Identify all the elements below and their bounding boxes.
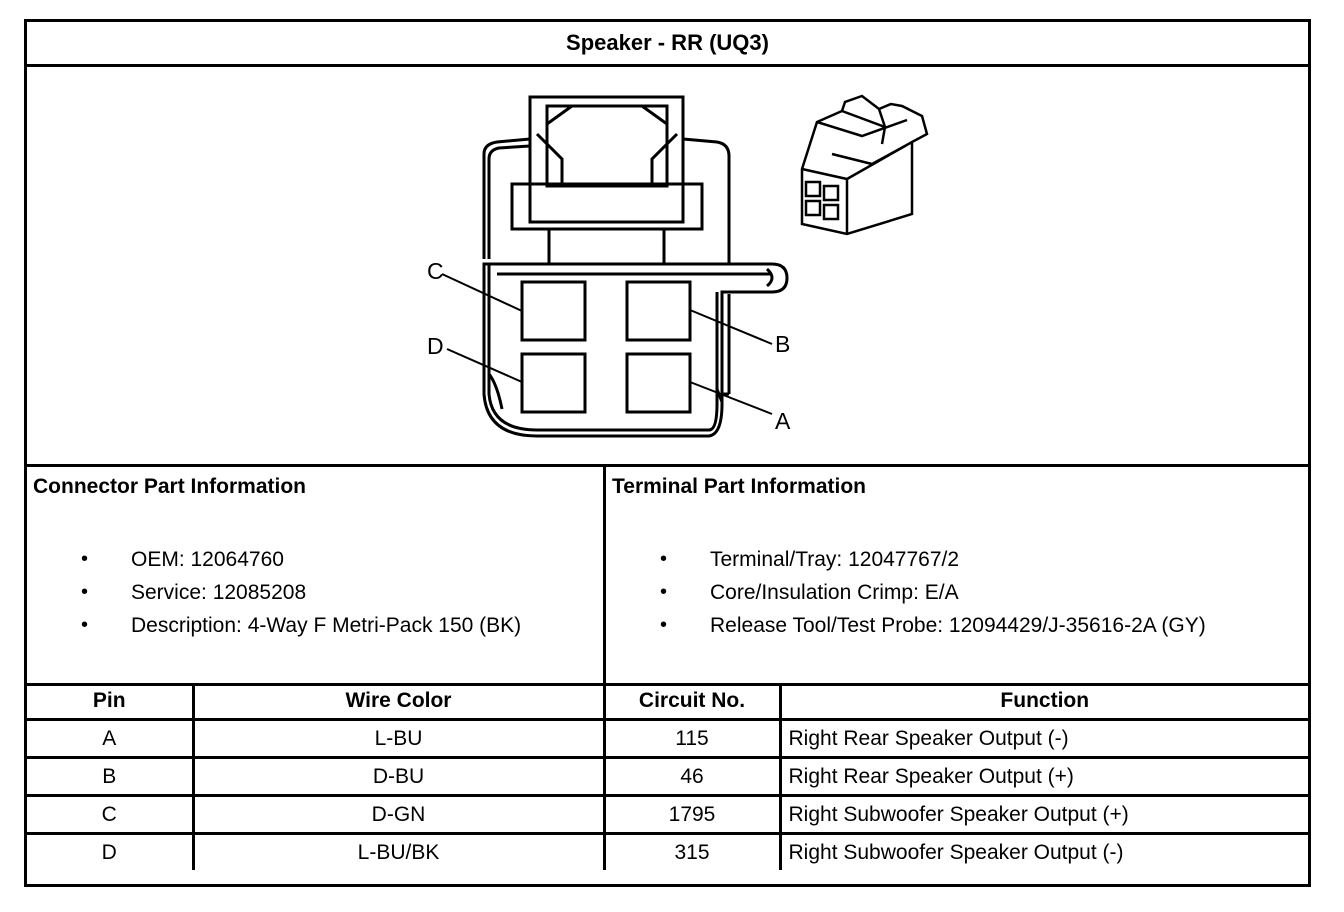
header-wire-color: Wire Color	[191, 683, 606, 721]
connector-title: Speaker - RR (UQ3)	[27, 22, 1308, 67]
list-item: • Terminal/Tray: 12047767/2	[606, 543, 1308, 576]
list-item: • OEM: 12064760	[27, 543, 603, 576]
cavity-d	[520, 352, 587, 414]
connector-diagram: C D B A	[27, 64, 1308, 467]
list-item: • Service: 12085208	[27, 576, 603, 609]
list-item: • Core/Insulation Crimp: E/A	[606, 576, 1308, 609]
bullet-icon: •	[81, 581, 89, 603]
terminal-cavities	[520, 280, 692, 414]
cell-wire-color: L-BU/BK	[191, 832, 606, 870]
connector-part-info-list: • OEM: 12064760 • Service: 12085208 • De…	[27, 543, 603, 642]
cell-pin: A	[27, 718, 195, 759]
cell-wire-color: D-GN	[191, 794, 606, 835]
cell-circuit: 315	[602, 832, 782, 870]
table-row: C D-GN 1795 Right Subwoofer Speaker Outp…	[27, 794, 1308, 835]
pin-table-header: Pin Wire Color Circuit No. Function	[27, 683, 1308, 721]
cell-function: Right Subwoofer Speaker Output (+)	[778, 794, 1308, 835]
bullet-icon: •	[660, 548, 668, 570]
pin-leader-lines	[441, 273, 773, 415]
cell-circuit: 46	[602, 756, 782, 797]
terminal-release-tool: Release Tool/Test Probe: 12094429/J-3561…	[710, 614, 1206, 637]
header-pin: Pin	[27, 683, 195, 721]
terminal-part-info: Terminal Part Information • Terminal/Tra…	[606, 467, 1308, 683]
cell-circuit: 1795	[602, 794, 782, 835]
terminal-part-info-list: • Terminal/Tray: 12047767/2 • Core/Insul…	[606, 543, 1308, 642]
cell-function: Right Rear Speaker Output (-)	[778, 718, 1308, 759]
cavity-b	[625, 280, 692, 342]
list-item: • Release Tool/Test Probe: 12094429/J-35…	[606, 609, 1308, 642]
bullet-icon: •	[81, 548, 89, 570]
header-circuit: Circuit No.	[602, 683, 782, 721]
bullet-icon: •	[81, 614, 89, 636]
part-information: Connector Part Information • OEM: 120647…	[27, 467, 1308, 686]
pin-label-a: A	[775, 408, 791, 434]
terminal-crimp: Core/Insulation Crimp: E/A	[710, 581, 959, 604]
connector-oem: OEM: 12064760	[131, 548, 284, 571]
cell-wire-color: L-BU	[191, 718, 606, 759]
table-row: A L-BU 115 Right Rear Speaker Output (-)	[27, 718, 1308, 759]
connector-isometric-view	[800, 94, 929, 236]
cell-function: Right Subwoofer Speaker Output (-)	[778, 832, 1308, 870]
cavity-c	[520, 280, 587, 342]
connector-part-info-heading: Connector Part Information	[33, 475, 307, 498]
cell-function: Right Rear Speaker Output (+)	[778, 756, 1308, 797]
bullet-icon: •	[660, 581, 668, 603]
list-item: • Description: 4-Way F Metri-Pack 150 (B…	[27, 609, 603, 642]
connector-face-drawing: C D B A	[427, 94, 929, 438]
pin-label-d: D	[427, 333, 444, 359]
connector-part-info: Connector Part Information • OEM: 120647…	[27, 467, 606, 683]
cell-pin: C	[27, 794, 195, 835]
terminal-part-info-heading: Terminal Part Information	[612, 475, 866, 498]
table-row: D L-BU/BK 315 Right Subwoofer Speaker Ou…	[27, 832, 1308, 870]
cavity-a	[625, 352, 692, 414]
bullet-icon: •	[660, 614, 668, 636]
header-function: Function	[778, 683, 1308, 721]
cell-pin: B	[27, 756, 195, 797]
connector-service: Service: 12085208	[131, 581, 307, 604]
connector-sheet: Speaker - RR (UQ3)	[24, 19, 1311, 887]
table-row: B D-BU 46 Right Rear Speaker Output (+)	[27, 756, 1308, 797]
pin-label-b: B	[775, 331, 790, 357]
cell-circuit: 115	[602, 718, 782, 759]
pin-table: Pin Wire Color Circuit No. Function A L-…	[27, 683, 1308, 870]
connector-description: Description: 4-Way F Metri-Pack 150 (BK)	[131, 614, 522, 637]
pin-label-c: C	[427, 258, 444, 284]
cell-wire-color: D-BU	[191, 756, 606, 797]
terminal-tray: Terminal/Tray: 12047767/2	[710, 548, 960, 571]
cell-pin: D	[27, 832, 195, 870]
